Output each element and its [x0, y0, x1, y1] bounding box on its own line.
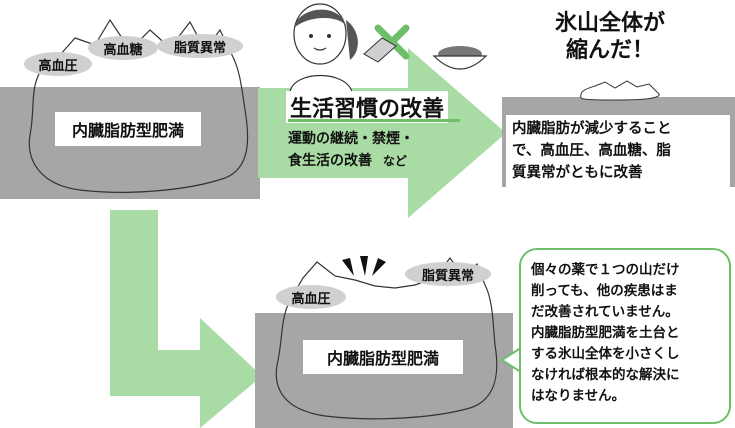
top-peak-label-1: 高血圧	[24, 52, 92, 76]
result-title-line1: 氷山全体が	[555, 11, 666, 36]
food-bowl-icon	[432, 46, 488, 70]
callout-line-4: 内臓脂肪型肥満を土台と	[531, 325, 680, 341]
bottom-peak-label-2: 脂質異常	[405, 262, 491, 286]
habits-title-underline	[288, 119, 460, 122]
result-title-line2: 縮んだ！	[565, 38, 654, 63]
habits-detail-line2: 食生活の改善	[288, 153, 372, 169]
cigarette-pack-icon	[363, 37, 397, 63]
result-title: 氷山全体が 縮んだ！	[555, 10, 665, 64]
callout-line-2: 削っても、他の疾患はま	[531, 283, 678, 299]
top-base-label: 内臓脂肪型肥満	[55, 112, 201, 146]
small-iceberg-outline	[580, 80, 660, 101]
bottom-peak-label-1: 高血圧	[276, 285, 346, 309]
habits-detail-line2-row: 食生活の改善 など	[288, 150, 414, 172]
habits-detail-line1: 運動の継続・禁煙・	[288, 131, 414, 147]
callout-line-1: 個々の薬で１つの山だけ	[531, 262, 680, 278]
callout-line-3: だ改善されていません。	[531, 304, 679, 320]
habits-title: 生活習慣の改善	[286, 91, 449, 123]
habits-detail: 運動の継続・禁煙・ 食生活の改善 など	[288, 128, 414, 172]
result-text-box: 内臓脂肪が減少すること で、高血圧、高血糖、脂 質異常がともに改善	[506, 115, 730, 187]
explanation-callout: 個々の薬で１つの山だけ 削っても、他の疾患はま だ改善されていません。 内臓脂肪…	[519, 248, 731, 424]
callout-line-7: はなりません。	[531, 388, 626, 404]
habits-detail-suffix: など	[382, 154, 407, 168]
result-text-line2: で、高血圧、高血糖、脂	[512, 143, 671, 159]
result-text-line3: 質異常がともに改善	[512, 165, 643, 181]
chip-marks-icon	[342, 256, 386, 276]
top-peak-label-3: 脂質異常	[157, 34, 243, 58]
person-illustration	[289, 3, 358, 92]
callout-line-5: する氷山全体を小さくし	[531, 346, 680, 362]
result-text-line1: 内臓脂肪が減少すること	[512, 121, 672, 137]
bottom-base-label: 内臓脂肪型肥満	[303, 340, 463, 374]
callout-line-6: なければ根本的な解決に	[531, 367, 680, 383]
bottom-iceberg-outline	[275, 256, 498, 420]
top-iceberg-outline	[28, 18, 249, 193]
top-peak-label-2: 高血糖	[88, 36, 158, 60]
down-right-arrow	[110, 210, 262, 428]
